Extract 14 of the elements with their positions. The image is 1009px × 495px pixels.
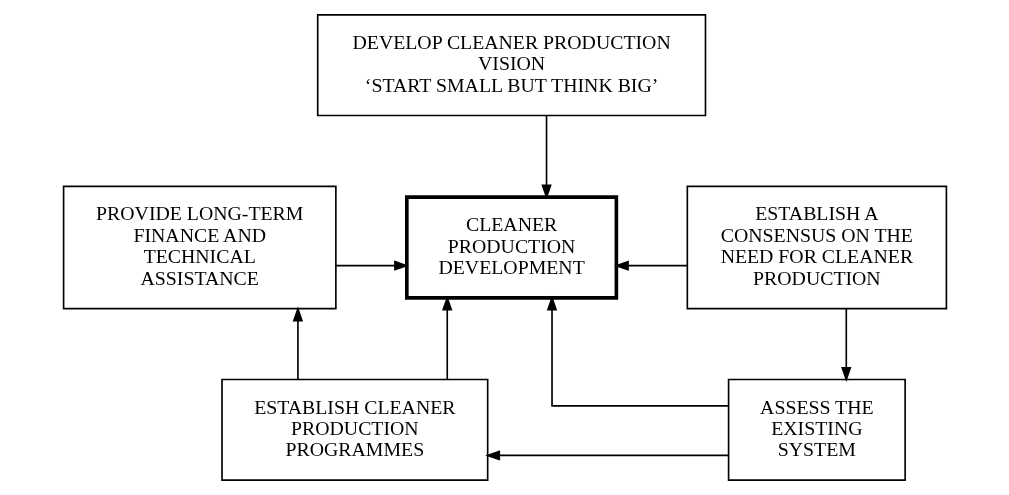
- arrow: [540, 115, 552, 200]
- arrow: [840, 307, 851, 382]
- node-box: DEVELOP CLEANER PRODUCTION VISION ‘START SMALL BUT THINK BIG’: [316, 14, 706, 117]
- node-box: ASSESS THE EXISTING SYSTEM: [727, 378, 906, 481]
- arrow: [292, 306, 303, 380]
- arrow: [546, 295, 729, 407]
- node-box: CLEANER PRODUCTION DEVELOPMENT: [404, 195, 618, 300]
- node-box: ESTABLISH CLEANER PRODUCTION PROGRAMMES: [220, 378, 488, 481]
- arrow: [484, 450, 729, 461]
- node-box: ESTABLISH A CONSENSUS ON THE NEED FOR CLEANER PRODUCTION: [686, 185, 947, 310]
- node-box: PROVIDE LONG-TERM FINANCE AND TECHNICAL ASSISTANCE: [62, 185, 337, 310]
- arrow: [334, 260, 409, 271]
- arrow: [441, 295, 452, 380]
- arrow: [613, 260, 688, 271]
